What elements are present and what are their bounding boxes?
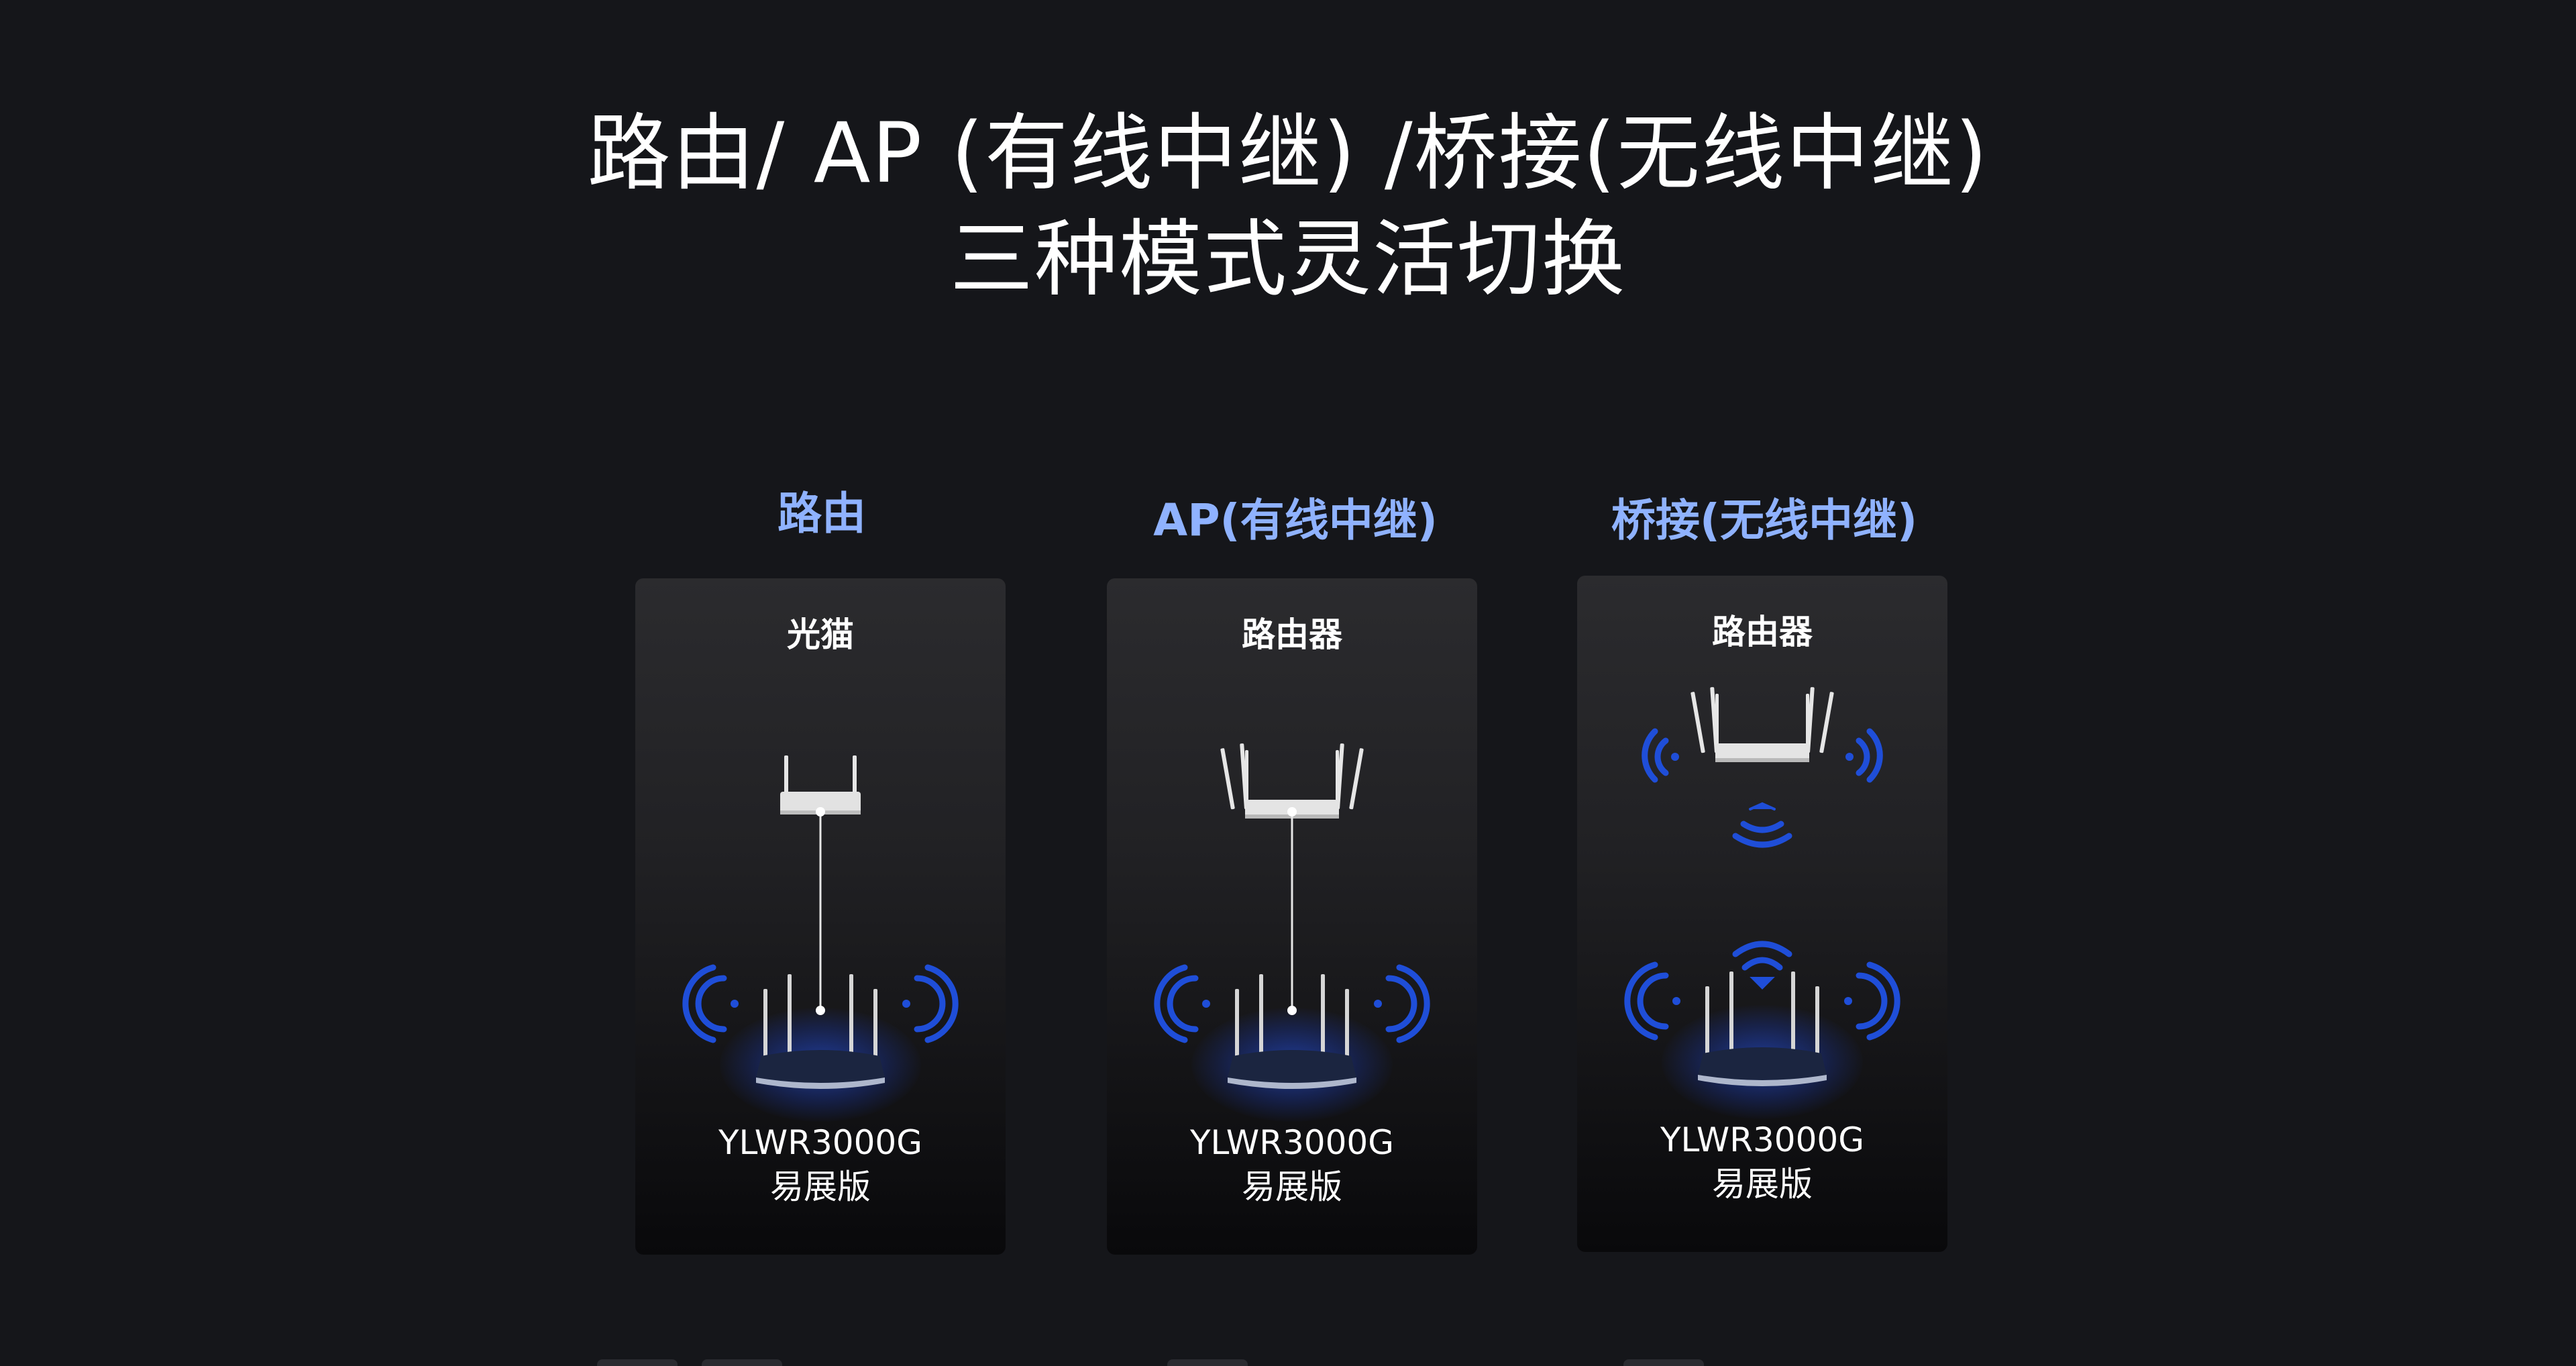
next-section-hint: [1623, 1359, 1704, 1366]
routing-diagram: [682, 755, 959, 1089]
product-edition: 易展版: [770, 1167, 871, 1206]
mode-card-bridge: 路由器: [1577, 576, 1947, 1252]
wifi-signal-left-icon: [1154, 964, 1210, 1043]
mode-title-ap: AP(有线中继): [1153, 494, 1438, 546]
product-router-icon: [1698, 971, 1827, 1086]
wired-link: [1287, 807, 1297, 1015]
product-name: YLWR3000G: [718, 1123, 922, 1162]
top-device-label: 路由器: [1712, 613, 1813, 651]
product-router-icon: [756, 974, 885, 1089]
product-router-icon: [1228, 974, 1356, 1089]
next-section-hint: [597, 1359, 678, 1366]
modem-icon: [780, 755, 861, 815]
product-name: YLWR3000G: [1660, 1120, 1864, 1159]
mode-title-routing: 路由: [777, 488, 866, 539]
wireless-link-down-icon: [1732, 802, 1792, 848]
headline-line-1: 路由/ AP (有线中继) /桥接(无线中继): [587, 105, 1989, 202]
product-edition: 易展版: [1242, 1167, 1342, 1206]
next-section-hint: [702, 1359, 782, 1366]
page-headline: 路由/ AP (有线中继) /桥接(无线中继) 三种模式灵活切换: [0, 101, 2576, 313]
mode-card-ap: 路由器: [1107, 578, 1477, 1255]
wifi-signal-right-icon: [1844, 961, 1900, 1041]
wifi-signal-left-icon: [1624, 961, 1680, 1041]
bridge-diagram: [1624, 687, 1900, 1086]
product-name: YLWR3000G: [1190, 1123, 1394, 1162]
ap-diagram: [1154, 743, 1430, 1089]
wifi-signal-right-icon: [902, 964, 959, 1043]
router-icon: [1690, 687, 1834, 762]
wireless-link-up-icon: [1732, 941, 1792, 990]
wifi-signal-right-icon: [1374, 964, 1430, 1043]
wired-link: [816, 807, 825, 1015]
product-edition: 易展版: [1712, 1165, 1813, 1204]
mode-card-routing: 光猫: [635, 578, 1006, 1255]
wifi-signal-left-icon: [682, 964, 739, 1043]
top-device-label: 光猫: [787, 615, 854, 654]
next-section-hint: [1167, 1359, 1248, 1366]
top-device-label: 路由器: [1242, 615, 1342, 654]
headline-line-2: 三种模式灵活切换: [949, 211, 1626, 308]
wifi-signal-right-icon: [1845, 728, 1883, 783]
wifi-signal-left-icon: [1642, 728, 1679, 783]
mode-title-bridge: 桥接(无线中继): [1611, 494, 1918, 546]
